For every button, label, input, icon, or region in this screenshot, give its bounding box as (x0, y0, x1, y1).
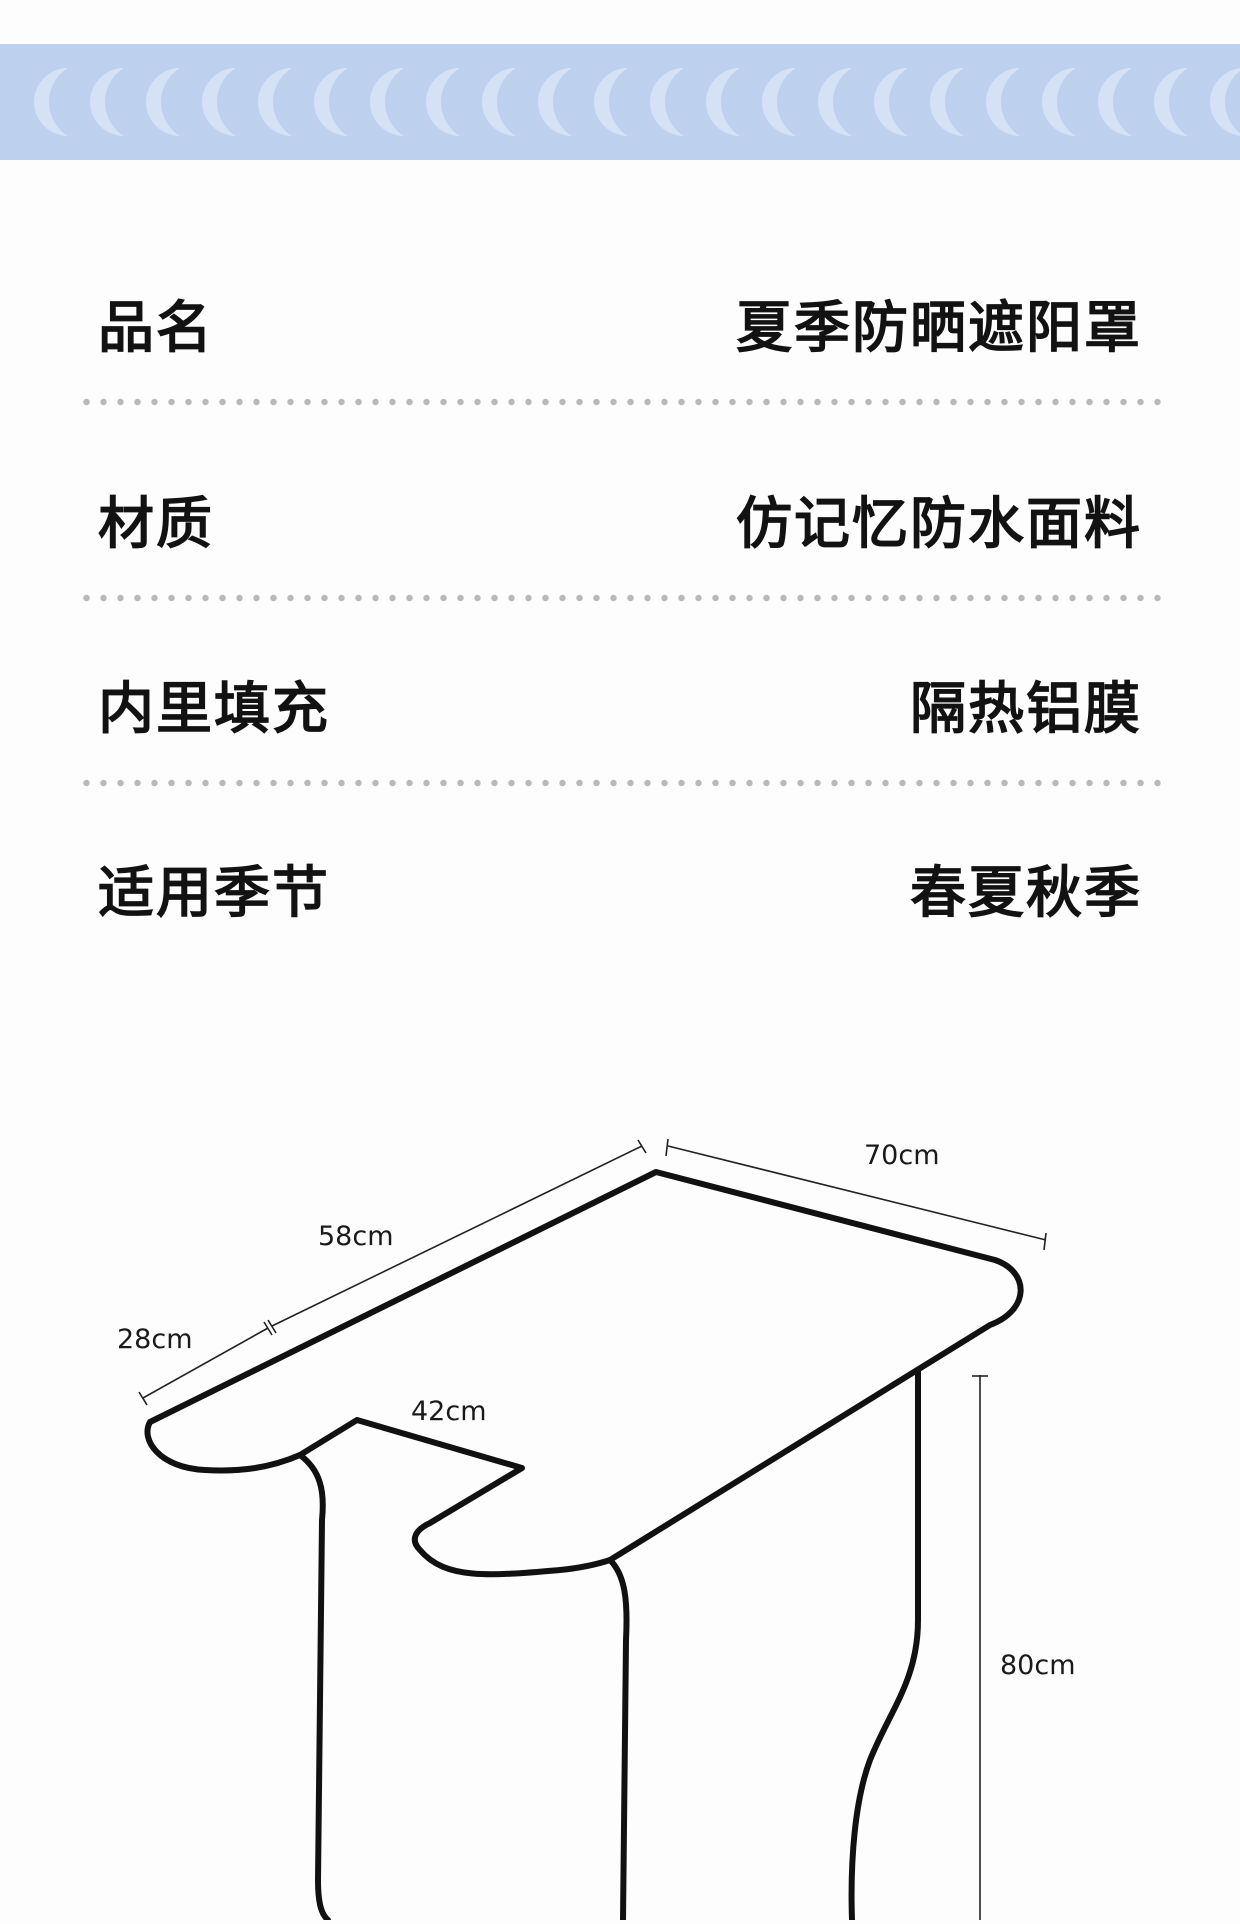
cover-right-drape (848, 1367, 921, 1923)
crescent-shape (482, 68, 516, 136)
crescent-shape (538, 68, 572, 136)
crescent-pattern (34, 68, 1240, 136)
spec-row-name: 品名 夏季防晒遮阳罩 (98, 283, 1142, 363)
crescent-shape (258, 68, 292, 136)
spec-label: 材质 (98, 491, 214, 557)
decorative-banner (0, 44, 1240, 160)
crescent-shape (202, 68, 236, 136)
dim-line-58cm (271, 1145, 643, 1327)
crescent-shape (34, 68, 68, 136)
crescent-shape (1098, 68, 1132, 136)
crescent-shape (594, 68, 628, 136)
crescent-shape (426, 68, 460, 136)
spec-row-filling: 内里填充 隔热铝膜 (98, 664, 1142, 744)
spec-value: 隔热铝膜 (910, 676, 1142, 742)
crescent-shape (1210, 68, 1240, 136)
dim-label-28cm: 28cm (117, 1324, 193, 1355)
crescent-shape (1154, 68, 1188, 136)
spec-value: 春夏秋季 (910, 860, 1142, 926)
crescent-shape (650, 68, 684, 136)
cover-outline (144, 1169, 1024, 1578)
dim-label-42cm: 42cm (411, 1396, 487, 1427)
crescent-shape (930, 68, 964, 136)
dim-label-80cm: 80cm (1000, 1650, 1076, 1681)
spec-label: 适用季节 (98, 860, 330, 926)
cover-middle-drape (607, 1557, 630, 1923)
crescent-shape (874, 68, 908, 136)
crescent-shape (986, 68, 1020, 136)
dim-label-58cm: 58cm (318, 1221, 394, 1252)
dotted-divider (78, 779, 1164, 787)
crescent-shape (146, 68, 180, 136)
spec-value: 夏季防晒遮阳罩 (736, 295, 1142, 361)
crescent-shape (370, 68, 404, 136)
cover-left-drape (297, 1452, 331, 1923)
spec-row-material: 材质 仿记忆防水面料 (98, 479, 1142, 559)
spec-value: 仿记忆防水面料 (736, 491, 1142, 557)
crescent-shape (762, 68, 796, 136)
crescent-shape (90, 68, 124, 136)
spec-label: 内里填充 (98, 676, 330, 742)
crescent-shape (1042, 68, 1076, 136)
crescent-shape (706, 68, 740, 136)
dim-line-28cm (142, 1327, 269, 1399)
size-diagram: 70cm 58cm 28cm 42cm 80cm (0, 1100, 1240, 1923)
spec-row-season: 适用季节 春夏秋季 (98, 848, 1142, 928)
crescent-shape (314, 68, 348, 136)
dim-label-70cm: 70cm (864, 1140, 940, 1171)
spec-label: 品名 (98, 295, 214, 361)
cover-outline-drawing: 70cm 58cm 28cm 42cm 80cm (117, 1138, 1076, 1923)
dim-line-70cm (667, 1145, 1047, 1241)
dotted-divider (78, 594, 1164, 602)
crescent-shape (818, 68, 852, 136)
dotted-divider (78, 398, 1164, 406)
